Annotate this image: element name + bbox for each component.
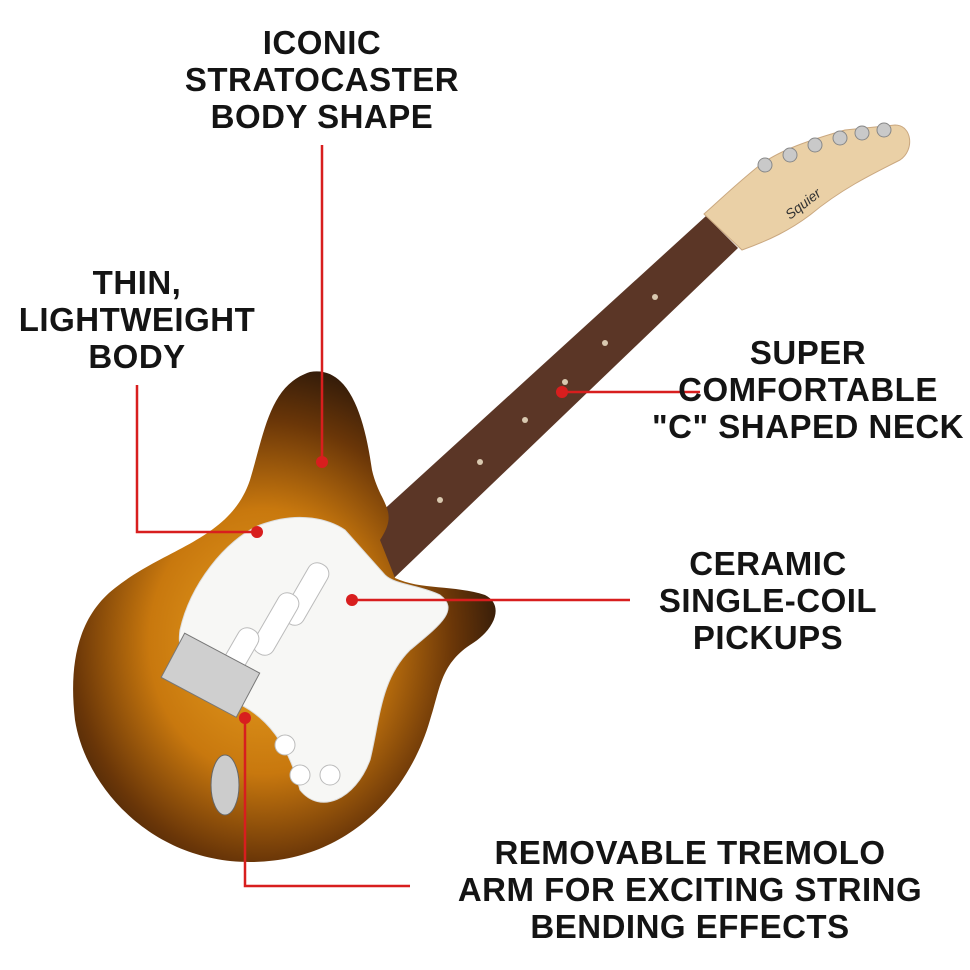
callout-neck: SUPER COMFORTABLE "C" SHAPED NECK: [652, 334, 964, 445]
callout-pickups: CERAMIC SINGLE-COIL PICKUPS: [659, 545, 877, 656]
callout-line: ARM FOR EXCITING STRING: [457, 871, 923, 908]
pickups: [212, 562, 330, 691]
tuners: [757, 122, 892, 173]
callout-line: STRATOCASTER: [184, 61, 460, 98]
callout-line: CERAMIC: [689, 545, 847, 582]
callout-line: BENDING EFFECTS: [530, 908, 850, 945]
callout-tremolo: REMOVABLE TREMOLO ARM FOR EXCITING STRIN…: [458, 834, 922, 945]
callout-lightweight: THIN, LIGHTWEIGHT BODY: [19, 264, 255, 375]
callout-dots: [239, 386, 568, 724]
control-knobs: [274, 734, 341, 786]
fretboard: [345, 216, 738, 580]
callout-body-shape: ICONIC STRATOCASTER BODY SHAPE: [185, 24, 459, 135]
headstock: [703, 124, 910, 251]
callout-line: SINGLE-COIL: [658, 582, 878, 619]
callout-line: BODY SHAPE: [210, 98, 434, 135]
callout-line: REMOVABLE TREMOLO: [494, 834, 886, 871]
callout-line: SUPER: [749, 334, 867, 371]
callout-line: "C" SHAPED NECK: [652, 408, 964, 445]
callout-line: LIGHTWEIGHT: [18, 301, 256, 338]
callout-line: COMFORTABLE: [678, 371, 938, 408]
output-jack: [210, 754, 240, 816]
callout-line: ICONIC: [262, 24, 382, 61]
callout-line: PICKUPS: [692, 619, 844, 656]
callout-line: BODY: [88, 338, 186, 375]
bridge: [160, 632, 261, 718]
callout-lines: [135, 145, 700, 888]
fret-markers: [437, 294, 658, 503]
callout-line: THIN,: [92, 264, 182, 301]
